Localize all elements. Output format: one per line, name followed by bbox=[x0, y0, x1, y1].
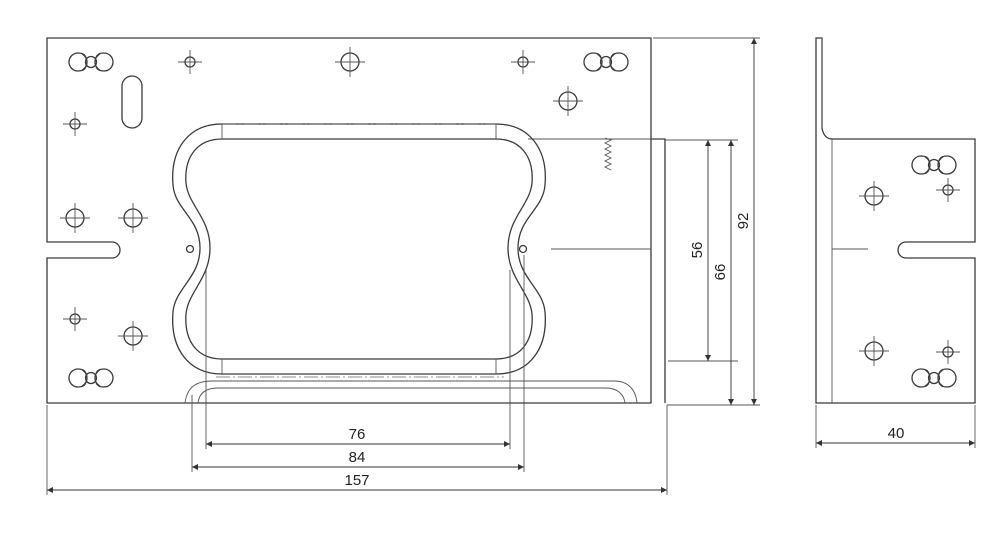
dim-76: 76 bbox=[349, 426, 366, 443]
side-view bbox=[815, 37, 976, 404]
side-bend-line bbox=[821, 38, 833, 403]
keyhole-slot-top-right bbox=[582, 51, 630, 73]
dim-66: 66 bbox=[712, 264, 729, 281]
dim-84: 84 bbox=[349, 449, 366, 466]
side-profile bbox=[815, 37, 976, 404]
side-hole-3 bbox=[859, 336, 889, 366]
holes bbox=[60, 47, 583, 351]
flange-edge bbox=[651, 138, 666, 403]
weld-point-left bbox=[185, 244, 195, 254]
keyhole-slot-top-left bbox=[67, 51, 115, 73]
side-keyhole-top bbox=[910, 154, 958, 176]
dim-92: 92 bbox=[735, 213, 752, 230]
side-hole-1 bbox=[859, 181, 889, 211]
side-holes bbox=[859, 178, 960, 366]
manufacturer-stamp bbox=[603, 137, 613, 171]
hole-3 bbox=[511, 50, 535, 74]
dim-40: 40 bbox=[888, 425, 905, 442]
side-keyhole-bottom bbox=[910, 367, 958, 389]
hole-7 bbox=[118, 203, 148, 233]
weld-point-right bbox=[518, 244, 528, 254]
bottom-lip-inner bbox=[197, 387, 626, 404]
hole-2 bbox=[335, 47, 365, 77]
handle-cutout-outer bbox=[172, 123, 546, 375]
side-hole-2 bbox=[936, 178, 960, 202]
hole-6 bbox=[60, 203, 90, 233]
front-plate-outline bbox=[46, 37, 652, 404]
bottom-lip bbox=[184, 380, 638, 404]
hole-9 bbox=[118, 321, 148, 351]
hole-1 bbox=[178, 50, 202, 74]
side-hole-4 bbox=[936, 340, 960, 364]
dimensions: 157 84 76 92 66 56 40 bbox=[46, 37, 976, 495]
hole-8 bbox=[63, 307, 87, 331]
keyhole-slot-bottom-left bbox=[67, 367, 115, 389]
hole-5 bbox=[553, 86, 583, 116]
handle-cutout-inner bbox=[185, 138, 533, 360]
front-view bbox=[46, 37, 666, 404]
long-slot bbox=[121, 75, 143, 129]
dim-157: 157 bbox=[344, 472, 369, 489]
dim-56: 56 bbox=[689, 242, 706, 259]
hole-4 bbox=[63, 112, 87, 136]
